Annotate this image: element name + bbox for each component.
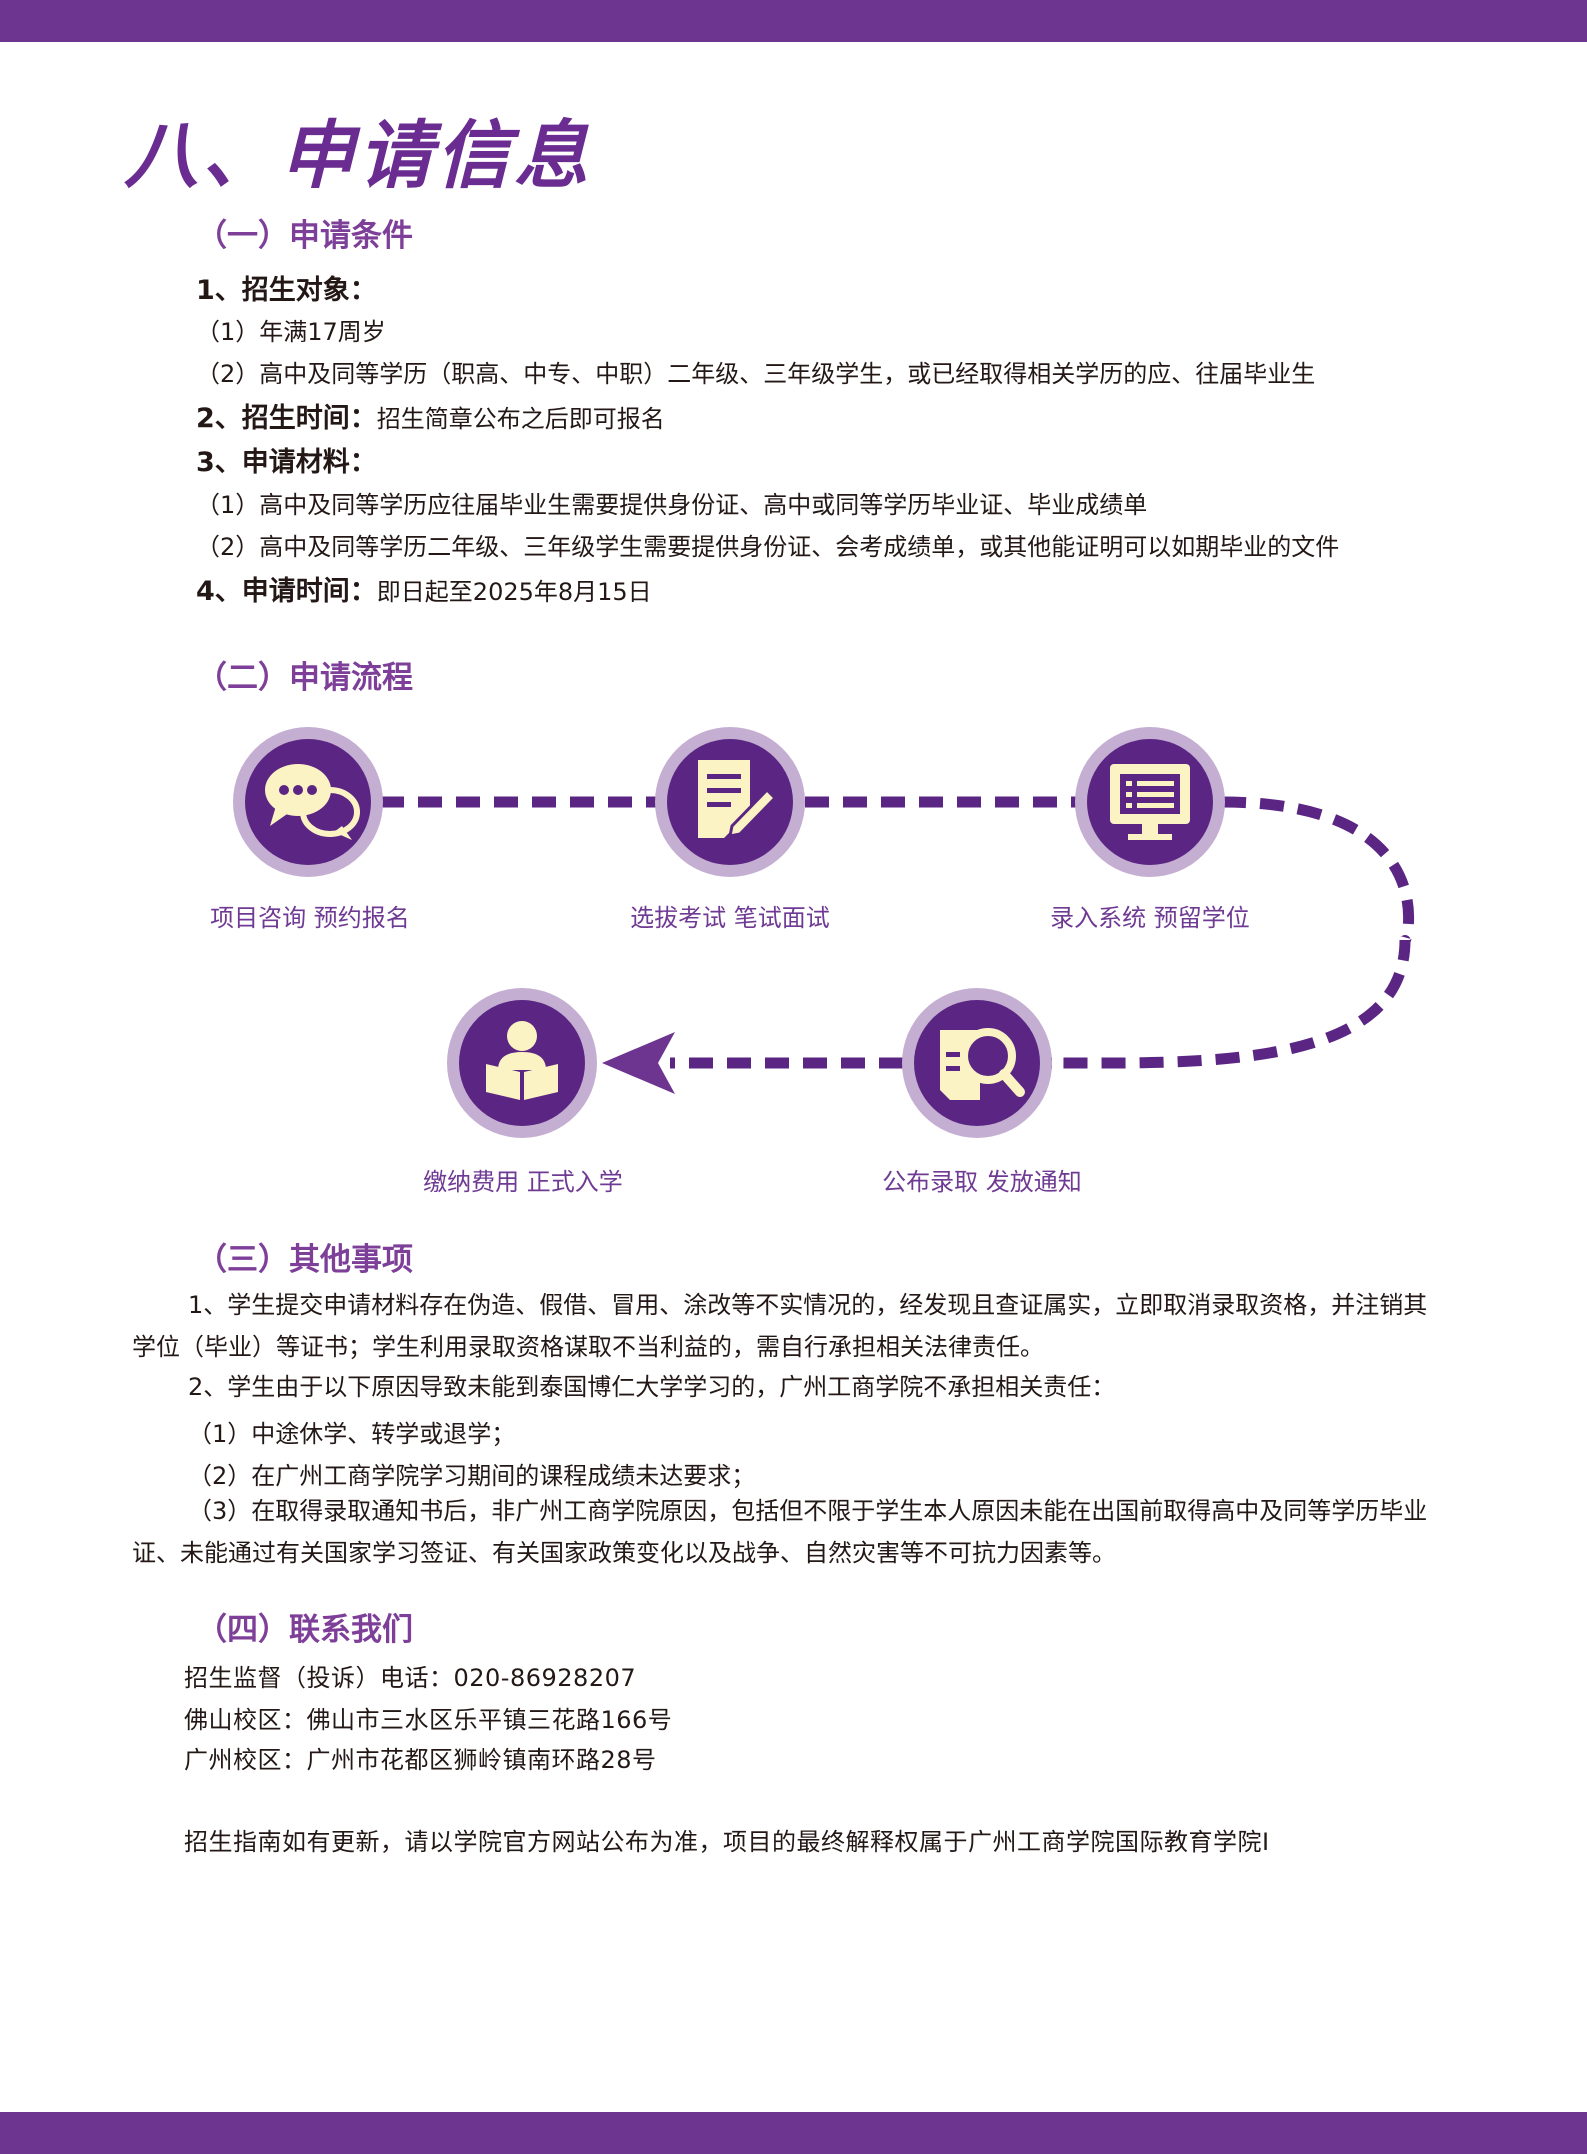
- computer-monitor-icon: [1110, 764, 1190, 840]
- condition-item-2-label: 2、招生时间：: [196, 403, 377, 434]
- section-heading-other-matters: （三）其他事项: [196, 1242, 413, 1278]
- step-3-circle: [1075, 727, 1225, 877]
- page-title: 八、申请信息: [124, 113, 592, 199]
- chat-bubbles-icon: [265, 764, 360, 840]
- step-3-label: 录入系统 预留学位: [1050, 904, 1250, 932]
- condition-item-1: 1、招生对象：: [196, 268, 377, 307]
- flow-arrow-head: [602, 1032, 675, 1094]
- connector-3-4-curve: [1049, 796, 1415, 1069]
- condition-item-1-sub-1: （1）年满17周岁: [196, 318, 386, 346]
- other-matters-sub-2: （2）在广州工商学院学习期间的课程成绩未达要求；: [188, 1462, 756, 1490]
- contact-phone: 招生监督（投诉）电话：020-86928207: [184, 1664, 637, 1692]
- top-band: [0, 0, 1587, 42]
- step-5-circle: [447, 988, 597, 1138]
- step-4-label: 公布录取 发放通知: [882, 1168, 1082, 1196]
- other-matters-paragraph-2: 2、学生由于以下原因导致未能到泰国博仁大学学习的，广州工商学院不承担相关责任：: [132, 1366, 1432, 1408]
- condition-item-4-label: 4、申请时间：: [196, 576, 377, 607]
- condition-item-3-sub-1: （1）高中及同等学历应往届毕业生需要提供身份证、高中或同等学历毕业证、毕业成绩单: [196, 491, 1148, 519]
- condition-item-2-value: 招生简章公布之后即可报名: [376, 405, 665, 433]
- section-heading-process: （二）申请流程: [196, 660, 413, 696]
- step-1-label: 项目咨询 预约报名: [210, 904, 410, 932]
- other-matters-paragraph-1-text: 1、学生提交申请材料存在伪造、假借、冒用、涂改等不实情况的，经发现且查证属实，立…: [132, 1291, 1428, 1361]
- update-note: 招生指南如有更新，请以学院官方网站公布为准，项目的最终解释权属于广州工商学院国际…: [184, 1828, 1270, 1856]
- other-matters-sub-3: （3）在取得录取通知书后，非广州工商学院原因，包括但不限于学生本人原因未能在出国…: [132, 1490, 1432, 1574]
- magnifier-document-icon: [940, 1028, 1025, 1100]
- condition-item-3: 3、申请材料：: [196, 440, 377, 479]
- section-heading-contact: （四）联系我们: [196, 1612, 413, 1648]
- document-pen-icon: [698, 760, 778, 838]
- other-matters-sub-1: （1）中途休学、转学或退学；: [188, 1420, 516, 1448]
- condition-item-1-sub-2: （2）高中及同等学历（职高、中专、中职）二年级、三年级学生，或已经取得相关学历的…: [196, 360, 1316, 388]
- step-2-label: 选拔考试 笔试面试: [630, 904, 830, 932]
- other-matters-paragraph-2-text: 2、学生由于以下原因导致未能到泰国博仁大学学习的，广州工商学院不承担相关责任：: [188, 1373, 1116, 1401]
- other-matters-paragraph-1: 1、学生提交申请材料存在伪造、假借、冒用、涂改等不实情况的，经发现且查证属实，立…: [132, 1284, 1432, 1368]
- condition-item-4-value: 即日起至2025年8月15日: [376, 578, 652, 606]
- step-4-circle: [902, 988, 1052, 1138]
- step-5-label: 缴纳费用 正式入学: [423, 1168, 623, 1196]
- other-matters-sub-3-text: （3）在取得录取通知书后，非广州工商学院原因，包括但不限于学生本人原因未能在出国…: [132, 1497, 1428, 1567]
- student-reading-icon: [486, 1021, 558, 1100]
- step-1-circle: [233, 727, 383, 877]
- condition-item-2: 2、招生时间：招生简章公布之后即可报名: [196, 396, 665, 435]
- contact-foshan-campus: 佛山校区：佛山市三水区乐平镇三花路166号: [184, 1706, 673, 1734]
- condition-item-3-sub-2: （2）高中及同等学历二年级、三年级学生需要提供身份证、会考成绩单，或其他能证明可…: [196, 533, 1340, 561]
- condition-item-1-label: 1、招生对象：: [196, 275, 377, 306]
- contact-guangzhou-campus: 广州校区：广州市花都区狮岭镇南环路28号: [184, 1746, 657, 1774]
- condition-item-3-label: 3、申请材料：: [196, 447, 377, 478]
- section-heading-conditions: （一）申请条件: [196, 218, 413, 254]
- step-2-circle: [655, 727, 805, 877]
- condition-item-4: 4、申请时间：即日起至2025年8月15日: [196, 569, 652, 608]
- bottom-band: [0, 2112, 1587, 2154]
